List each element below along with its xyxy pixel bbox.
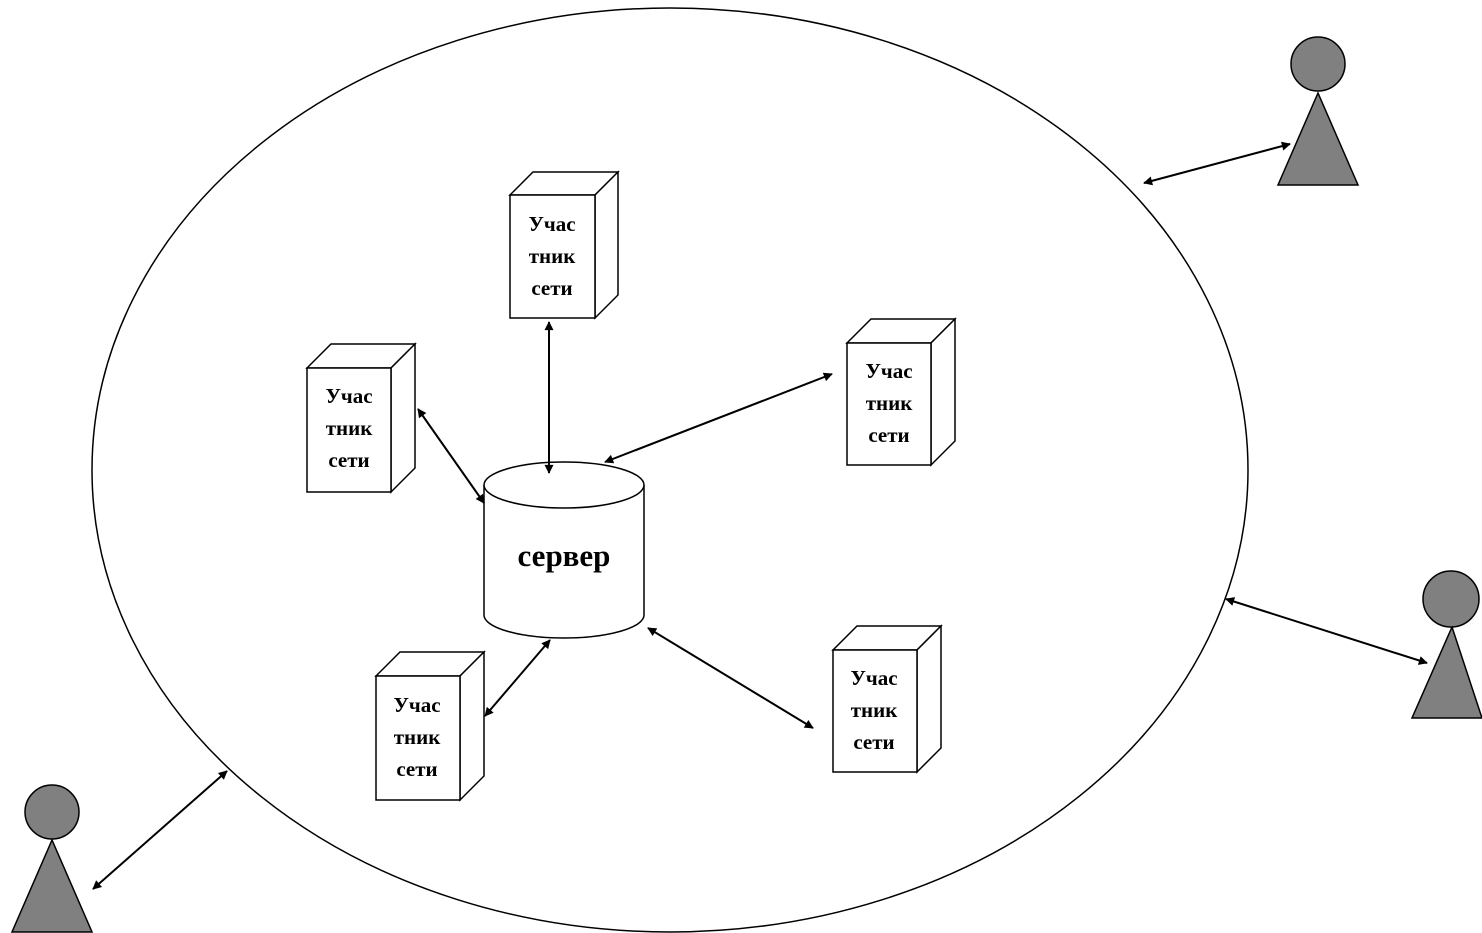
node-label-line-3: сети — [531, 276, 572, 300]
node-label-line-1: Учас — [393, 693, 440, 717]
arrow-external-right — [1225, 597, 1428, 665]
arrow-external-top-right — [1143, 141, 1291, 186]
arrow-left-node-server — [417, 408, 485, 504]
network-node-right: Учас тник сети — [845, 317, 957, 467]
network-node-top: Учас тник сети — [508, 170, 620, 320]
node-label-line-3: сети — [396, 757, 437, 781]
node-label-line-3: сети — [853, 730, 894, 754]
network-boundary — [91, 7, 1249, 933]
node-label-line-1: Учас — [865, 359, 912, 383]
node-label-line-2: тник — [866, 391, 914, 415]
node-label-line-2: тник — [529, 244, 577, 268]
node-label-line-1: Учас — [325, 384, 372, 408]
user-icon — [10, 784, 94, 933]
network-node-bottom-left: Учас тник сети — [374, 650, 486, 802]
user-icon — [1410, 570, 1482, 719]
node-label-line-3: сети — [328, 448, 369, 472]
node-label-line-2: тник — [851, 698, 899, 722]
node-label-line-2: тник — [394, 725, 442, 749]
node-label-line-2: тник — [326, 416, 374, 440]
node-label-line-3: сети — [868, 423, 909, 447]
user-icon — [1276, 36, 1360, 186]
arrow-bottom-right-node-server — [647, 627, 814, 729]
network-node-bottom-right: Учас тник сети — [831, 624, 943, 774]
arrow-right-node-server — [604, 372, 833, 464]
server-cylinder: сервер — [483, 461, 645, 639]
node-label-line-1: Учас — [528, 212, 575, 236]
node-label-line-1: Учас — [850, 666, 897, 690]
network-node-left: Учас тник сети — [305, 342, 417, 494]
arrow-bottom-left-node-server — [484, 639, 551, 717]
server-label: сервер — [518, 538, 611, 573]
arrow-external-bottom-left — [92, 770, 228, 890]
